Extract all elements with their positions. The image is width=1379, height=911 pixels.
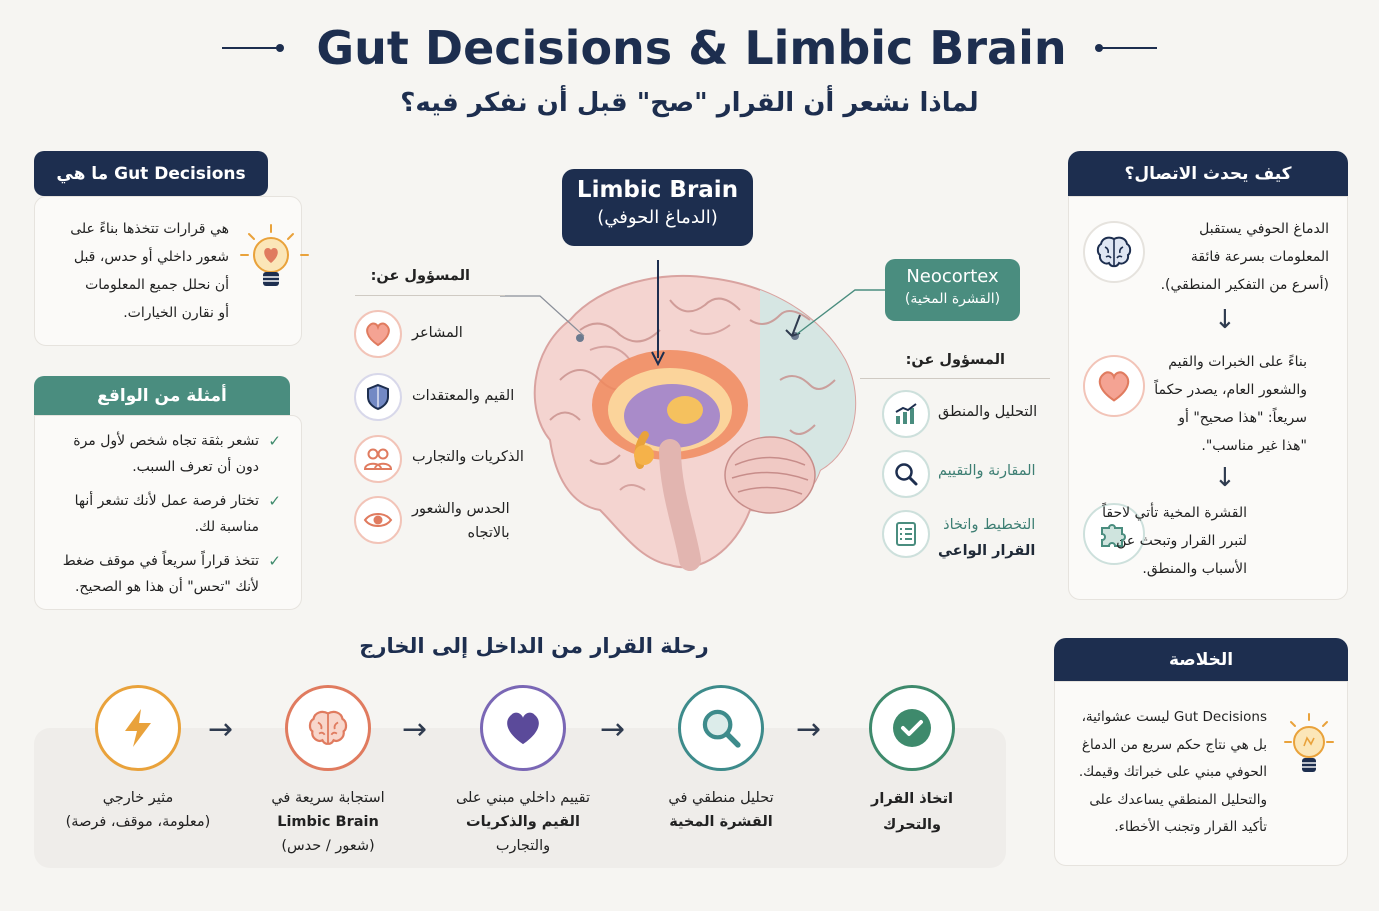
heart-icon [1083,355,1145,417]
down-arrow-icon: ↓ [1214,305,1236,335]
what-is-card: هي قرارات تتخذها بناءً على شعور داخلي أو… [34,196,309,346]
examples-header: أمثلة من الواقع [34,376,290,415]
journey-step-label: اتخاذ القرار والتحرك [871,791,953,833]
neocortex-subtitle: (القشرة المخية) [904,291,1001,307]
check-icon: ✓ [268,432,281,450]
limbic-resp-label: القيم والمعتقدات [412,388,515,404]
page-subtitle: لماذا نشعر أن القرار "صح" قبل أن نفكر في… [400,88,979,118]
eye-icon [354,496,402,544]
journey-arrow-icon: → [208,712,234,747]
limbic-resp-header: المسؤول عن: [370,268,470,284]
shield-icon [354,373,402,421]
heart-icon [354,310,402,358]
journey-step-label: تقييم داخلي مبني على القيم والذكريات وال… [455,790,591,854]
page-title: Gut Decisions & Limbic Brain [316,21,1067,75]
what-is-header: ما هي Gut Decisions [34,151,268,196]
lightbulb-heart-icon [240,224,309,286]
title-line-right [1094,44,1157,52]
journey-step-label: استجابة سريعة في Limbic Brain (شعور / حد… [271,790,385,854]
summary-header: الخلاصة [1054,638,1348,681]
title-row: Gut Decisions & Limbic Brain [0,18,1379,78]
neo-resp-label: المقارنة والتقييم [938,463,1036,479]
magnifier-icon [882,450,930,498]
journey-arrow-icon: → [402,712,428,747]
neocortex-label: Neocortex (القشرة المخية) [885,259,1020,321]
neocortex-leader-line [796,289,887,335]
people-icon [354,435,402,483]
neo-resp-header: المسؤول عن: [905,352,1005,368]
check-icon [869,685,955,771]
limbic-resp-label: الذكريات والتجارب [412,449,524,465]
limbic-resp-label: الحدس والشعور بالاتجاه [412,501,510,541]
connection-step-text: الدماغ الحوفي يستقبل المعلومات بسرعة فائ… [1160,221,1329,293]
journey-title: رحلة القرار من الداخل إلى الخارج [359,634,709,658]
connection-step-text: القشرة المخية تأتي لاحقاً لتبرر القرار و… [1102,505,1247,577]
bolt-icon [95,685,181,771]
brain-icon [1083,221,1145,283]
check-icon: ✓ [268,492,281,510]
summary-text: Gut Decisions ليست عشوائية، بل هي نتاج ح… [1078,709,1267,835]
check-icon: ✓ [268,552,281,570]
brain-illustration [533,260,857,571]
summary-card: Gut Decisions ليست عشوائية، بل هي نتاج ح… [1054,681,1348,866]
puzzle-icon [1083,503,1145,565]
connection-header: كيف يحدث الاتصال؟ [1068,151,1348,196]
journey-arrow-icon: → [600,712,626,747]
down-arrow-icon: ↓ [1214,463,1236,493]
heart-icon [480,685,566,771]
limbic-label: Limbic Brain (الدماغ الحوفي) [562,169,753,246]
limbic-resp-label: المشاعر [412,325,463,341]
journey-step-label: تحليل منطقي في القشرة المخية [668,790,774,830]
journey-arrow-icon: → [796,712,822,747]
connection-card: الدماغ الحوفي يستقبل المعلومات بسرعة فائ… [1068,196,1348,600]
chart-icon [882,390,930,438]
neocortex-title: Neocortex [906,266,999,287]
lightbulb-icon [1284,713,1334,772]
limbic-resp-divider [355,295,505,296]
journey-step-label: مثير خارجي (معلومة، موقف، فرصة) [65,790,211,830]
limbic-leader-line [500,295,585,337]
title-line-left [222,44,285,52]
neo-resp-label: التحليل والمنطق [938,404,1038,420]
neo-resp-divider [860,378,1050,379]
limbic-subtitle: (الدماغ الحوفي) [597,207,718,228]
neo-resp-label: التخطيط واتخاذ القرار الواعي [938,517,1036,559]
magnifier-icon [678,685,764,771]
checklist-icon [882,510,930,558]
what-is-text: هي قرارات تتخذها بناءً على شعور داخلي أو… [70,221,229,321]
limbic-title: Limbic Brain [576,177,739,203]
brain-icon [285,685,371,771]
connection-step-text: بناءً على الخبرات والقيم والشعور العام، … [1154,354,1307,454]
